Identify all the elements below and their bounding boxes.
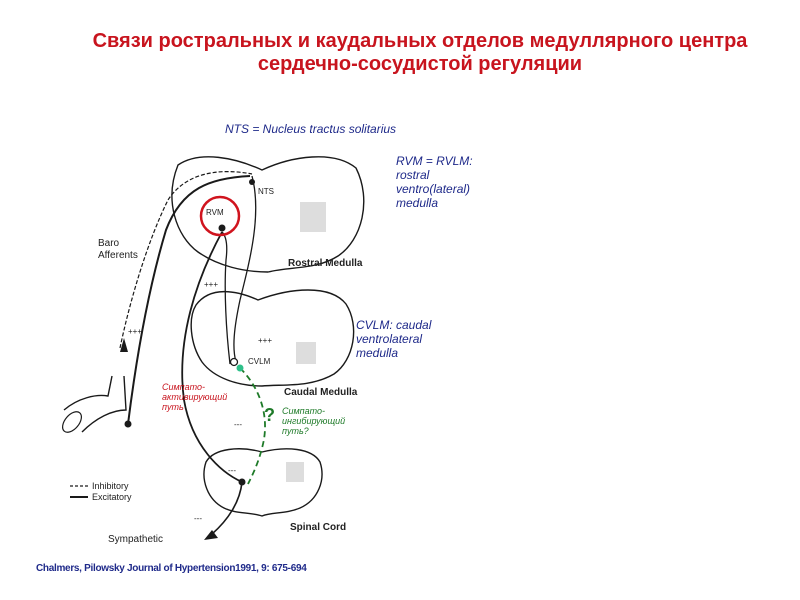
cvlm-def-line2: ventrolateral (356, 332, 423, 346)
cvlm-definition: CVLM: caudal ventrolateral medulla (356, 318, 466, 360)
rvm-def-line3: ventro(lateral) (396, 182, 471, 196)
rvm-definition: RVM = RVLM: rostral ventro(lateral) medu… (396, 154, 506, 210)
citation: Chalmers, Pilowsky Journal of Hypertensi… (36, 563, 307, 574)
afferent-arrow (120, 338, 128, 352)
legend-inhibitory-label: Inhibitory (92, 481, 129, 491)
rvm-descending-path (181, 231, 243, 483)
sympathetic-label: Sympathetic (108, 534, 164, 545)
baro-afferents-label: Baro Afferents (98, 238, 138, 262)
nts-definition: NTS = Nucleus tractus solitarius (225, 122, 397, 136)
simp-inh-line1: Симпато- (282, 406, 326, 416)
afferent-inhibitory-path (119, 171, 253, 349)
spinal-stipple (286, 462, 304, 482)
cvlm-to-rvm (221, 231, 231, 365)
baro-label-line1: Baro (98, 238, 120, 249)
inhibiting-origin-dot (236, 364, 244, 372)
nts-label: NTS (258, 187, 274, 196)
rvm-def-line2: rostral (396, 168, 430, 182)
simp-act-line1: Симпато- (162, 382, 206, 392)
nts-terminal (249, 179, 255, 185)
caudal-medulla-label: Caudal Medulla (284, 387, 358, 398)
cvlm-plus-sign: +++ (258, 336, 273, 345)
rvm-def-line4: medulla (396, 196, 439, 210)
slide-title: Связи ростральных и каудальных отделов м… (92, 30, 748, 75)
rostral-stipple (300, 202, 326, 232)
simp-inh-line3: путь? (282, 426, 309, 436)
blood-vessel (63, 375, 127, 433)
baro-label-line2: Afferents (98, 250, 138, 261)
simp-act-line3: путь (162, 402, 184, 412)
sympathetic-outflow (211, 481, 243, 535)
caudal-medulla-outline (190, 289, 355, 387)
cvlm-def-line3: medulla (356, 346, 399, 360)
baro-afferent-path (127, 175, 251, 425)
sympathetic-arrow (204, 530, 218, 540)
sympathetic-minus-sign: --- (194, 514, 202, 523)
question-mark: ? (264, 405, 275, 425)
spinal-cord-label: Spinal Cord (290, 522, 347, 533)
rvm-def-line1: RVM = RVLM: (396, 154, 473, 168)
cvlm-minus-sign: --- (234, 420, 242, 429)
sympatho-inhibiting-path (239, 367, 266, 485)
cvlm-neuron (229, 357, 239, 367)
sympatho-inhibiting-label: Симпато- ингибирующий путь? (282, 406, 372, 436)
rostral-plus-sign: +++ (204, 280, 219, 289)
cvlm-def-line1: CVLM: caudal (356, 318, 432, 332)
sympatho-activating-label: Симпато- активирующий путь (162, 382, 252, 412)
simp-act-line2: активирующий (162, 392, 228, 402)
afferent-terminal (124, 420, 132, 428)
spinal-cord-outline (203, 448, 323, 517)
afferent-plus-sign: +++ (128, 327, 143, 336)
rvm-highlight-circle (199, 195, 241, 237)
legend-excitatory-label: Excitatory (92, 492, 132, 502)
cvlm-label: CVLM (248, 357, 271, 366)
spinal-minus-sign: --- (228, 466, 236, 475)
rostral-medulla-label: Rostral Medulla (288, 258, 363, 269)
simp-inh-line2: ингибирующий (282, 416, 346, 426)
rostral-medulla-outline (171, 156, 365, 273)
caudal-stipple (296, 342, 316, 364)
rvm-neuron (218, 224, 226, 232)
nts-to-cvlm (233, 175, 257, 363)
rvm-label: RVM (206, 208, 224, 217)
vessel-end (62, 411, 82, 433)
